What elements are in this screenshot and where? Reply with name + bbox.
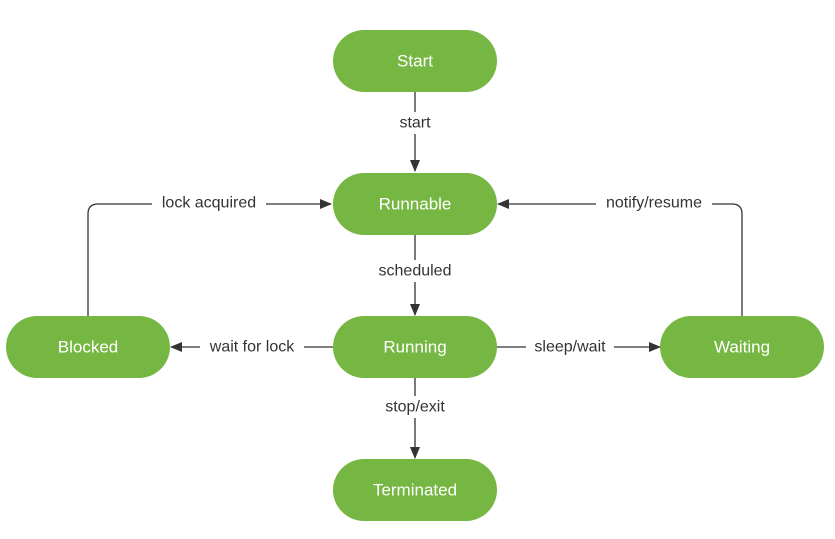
label-start: start xyxy=(399,115,431,132)
label-sleep-wait: sleep/wait xyxy=(534,339,606,356)
state-running-label: Running xyxy=(383,338,446,357)
state-blocked-label: Blocked xyxy=(58,338,118,357)
edge-labels: start scheduled wait for lock sleep/wait… xyxy=(152,112,712,418)
state-runnable-label: Runnable xyxy=(379,195,452,214)
label-stop-exit: stop/exit xyxy=(385,399,445,416)
state-terminated: Terminated xyxy=(333,459,497,521)
label-lock-acquired: lock acquired xyxy=(162,195,256,212)
state-waiting-label: Waiting xyxy=(714,338,770,357)
state-blocked: Blocked xyxy=(6,316,170,378)
label-notify-resume: notify/resume xyxy=(606,195,702,212)
state-runnable: Runnable xyxy=(333,173,497,235)
edge-waiting-to-runnable xyxy=(497,199,743,316)
state-terminated-label: Terminated xyxy=(373,481,457,500)
state-waiting: Waiting xyxy=(660,316,824,378)
label-scheduled: scheduled xyxy=(379,263,452,280)
edge-blocked-to-runnable xyxy=(87,199,332,316)
state-start-label: Start xyxy=(397,52,433,71)
state-start: Start xyxy=(333,30,497,92)
state-running: Running xyxy=(333,316,497,378)
label-wait-for-lock: wait for lock xyxy=(209,339,295,356)
